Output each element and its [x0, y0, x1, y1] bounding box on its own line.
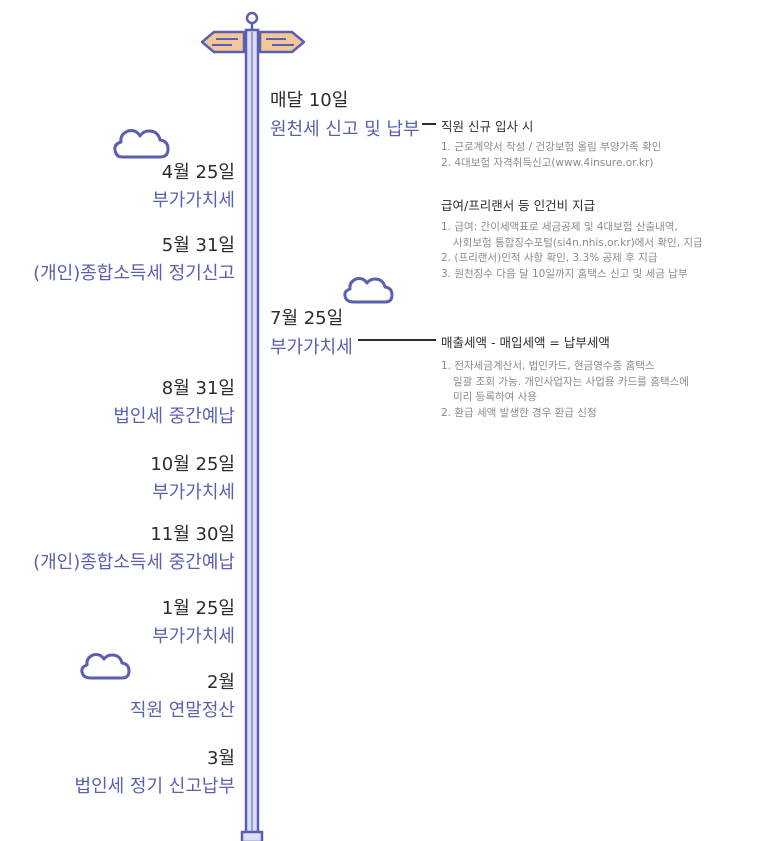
entry-tax: (개인)종합소득세 중간예납 [33, 552, 235, 573]
entry-date: 3월 [206, 748, 235, 769]
july-date: 7월 25일 [270, 308, 344, 329]
note-item: 일괄 조회 가능. 개인사업자는 사업용 카드를 홈택스에 [453, 375, 689, 388]
monthly-note-1: 직원 신규 입사 시 1. 근로계약서 작성 / 건강보험 올림 부양가족 확인… [441, 116, 661, 171]
entry-tax: 법인세 정기 신고납부 [74, 776, 235, 797]
note-item: 1. 근로계약서 작성 / 건강보험 올림 부양가족 확인 [441, 141, 662, 153]
monthly-note-2: 급여/프리랜서 등 인건비 지급 1. 급여: 간이세액표로 세금공제 및 4대… [441, 195, 703, 282]
monthly-entry: 매달 10일 원천세 신고 및 납부 [270, 86, 420, 141]
note-item: 3. 원천징수 다음 달 10일까지 홈택스 신고 및 세금 납부 [441, 267, 688, 280]
left-entry: 1월 25일 부가가치세 [152, 594, 235, 648]
entry-tax: (개인)종합소득세 정기신고 [33, 263, 235, 284]
entry-date: 10월 25일 [150, 454, 235, 475]
note-item: 1. 급여: 간이세액표로 세금공제 및 4대보험 산출내역, [441, 221, 678, 233]
note-item: 1. 전자세금계산서, 법인카드, 현금영수증 홈택스 [441, 360, 655, 372]
note-item: 미리 등록하여 사용 [453, 391, 537, 403]
note-heading: 급여/프리랜서 등 인건비 지급 [441, 198, 596, 213]
cloud-icon [113, 129, 170, 159]
note-item: 2. 환급 세액 발생한 경우 환급 신청 [441, 406, 597, 419]
signpost-icon [200, 30, 306, 54]
note-item: 2. 4대보험 자격취득신고(www.4insure.or.kr) [441, 156, 654, 169]
entry-tax: 부가가치세 [152, 482, 235, 503]
cloud-icon [343, 277, 394, 304]
july-entry: 7월 25일 부가가치세 [270, 304, 353, 359]
left-entry: 10월 25일 부가가치세 [150, 450, 235, 504]
monthly-tax: 원천세 신고 및 납부 [270, 119, 420, 140]
pole-knob [245, 11, 259, 25]
left-entry: 11월 30일 (개인)종합소득세 중간예납 [33, 520, 235, 574]
left-entry: 4월 25일 부가가치세 [152, 158, 235, 212]
left-entry: 5월 31일 (개인)종합소득세 정기신고 [33, 231, 235, 285]
entry-date: 8월 31일 [161, 378, 235, 399]
entry-date: 4월 25일 [161, 162, 235, 183]
left-entry: 3월 법인세 정기 신고납부 [75, 744, 235, 798]
entry-tax: 직원 연말정산 [129, 700, 235, 721]
cloud-icon [80, 653, 131, 680]
left-entry: 8월 31일 법인세 중간예납 [113, 374, 235, 428]
note-heading: 직원 신규 입사 시 [441, 119, 534, 134]
entry-date: 11월 30일 [150, 524, 235, 545]
note-heading: 매출세액 - 매입세액 = 납부세액 [441, 335, 610, 350]
monthly-date: 매달 10일 [270, 90, 349, 111]
entry-tax: 부가가치세 [152, 626, 235, 647]
left-entry: 2월 직원 연말정산 [130, 668, 235, 722]
note-item: 사회보험 통합징수포털(si4n.nhis.or.kr)에서 확인, 지급 [453, 236, 703, 249]
entry-date: 5월 31일 [161, 235, 235, 256]
july-note: 매출세액 - 매입세액 = 납부세액 1. 전자세금계산서, 법인카드, 현금영… [441, 332, 689, 421]
entry-tax: 부가가치세 [152, 190, 235, 211]
note-item: 2. (프리랜서)인적 사항 확인, 3.3% 공제 후 지급 [441, 252, 658, 264]
entry-tax: 법인세 중간예납 [113, 406, 235, 427]
july-tax: 부가가치세 [270, 337, 353, 358]
entry-date: 2월 [206, 672, 235, 693]
entry-date: 1월 25일 [161, 598, 235, 619]
